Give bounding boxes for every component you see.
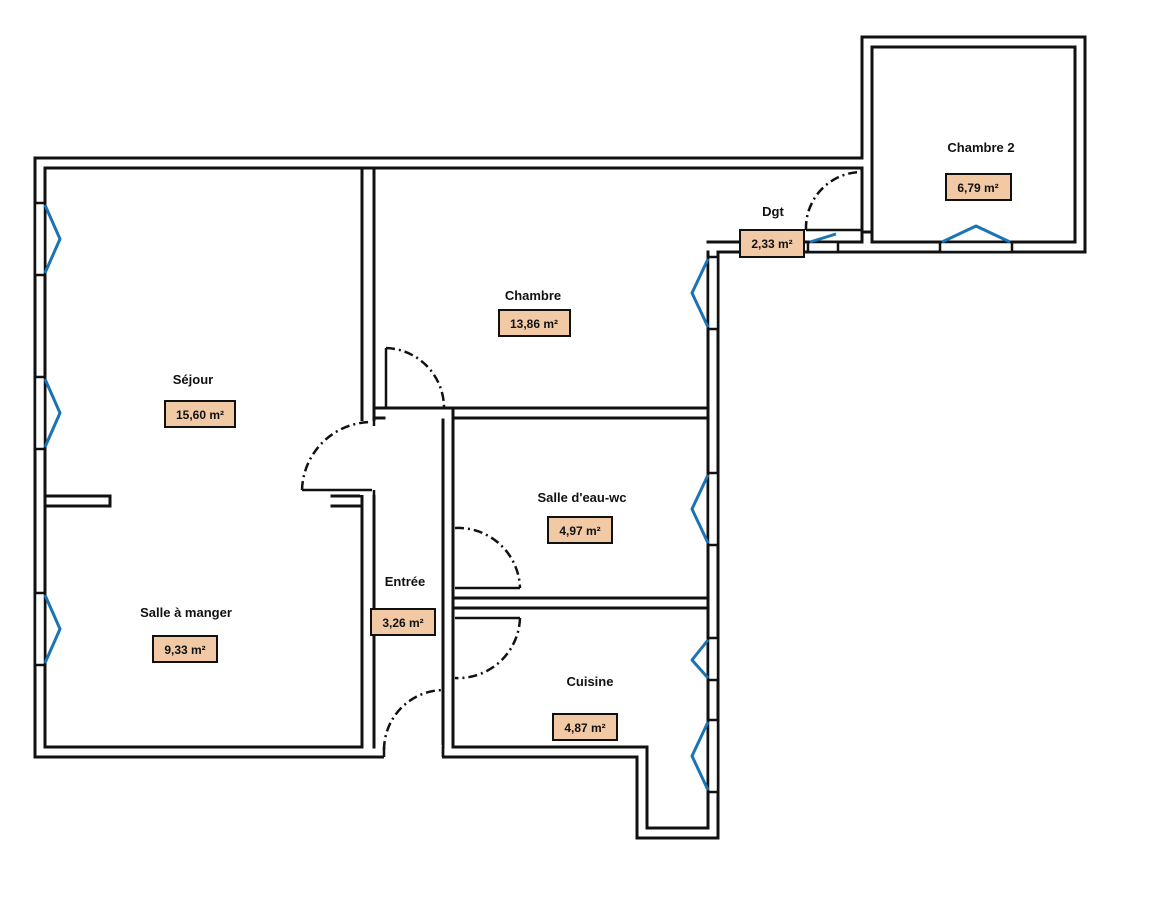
room-name-chambre-2: Chambre 2 [947, 140, 1014, 155]
room-name-cuisine: Cuisine [567, 674, 614, 689]
room-name-sejour: Séjour [173, 372, 213, 387]
room-sejour: Séjour 15,60 m² [164, 372, 236, 428]
room-salle-a-manger: Salle à manger 9,33 m² [140, 605, 232, 663]
room-salle-eau: Salle d'eau-wc 4,97 m² [537, 490, 627, 544]
area-salle-eau: 4,97 m² [559, 524, 600, 538]
area-box-chambre [498, 309, 571, 337]
area-box-salle-eau [547, 516, 613, 544]
area-box-cuisine [552, 713, 618, 741]
area-dgt: 2,33 m² [751, 237, 792, 251]
room-name-salle-eau: Salle d'eau-wc [537, 490, 626, 505]
area-chambre-2: 6,79 m² [957, 181, 998, 195]
room-entree: Entrée 3,26 m² [370, 574, 436, 636]
area-chambre: 13,86 m² [510, 317, 558, 331]
area-sejour: 15,60 m² [176, 408, 224, 422]
area-box-chambre-2 [945, 173, 1012, 201]
area-cuisine: 4,87 m² [564, 721, 605, 735]
room-dgt: Dgt 2,33 m² [739, 204, 805, 258]
room-name-entree: Entrée [385, 574, 425, 589]
room-cuisine: Cuisine 4,87 m² [552, 674, 618, 741]
room-name-dgt: Dgt [762, 204, 784, 219]
interior-walls [43, 166, 874, 749]
room-chambre-2: Chambre 2 6,79 m² [945, 140, 1015, 201]
area-box-salle-a-manger [152, 635, 218, 663]
room-name-chambre: Chambre [505, 288, 561, 303]
room-chambre: Chambre 13,86 m² [498, 288, 571, 337]
area-box-sejour [164, 400, 236, 428]
room-labels: Séjour 15,60 m² Salle à manger 9,33 m² C… [140, 140, 1015, 741]
area-entree: 3,26 m² [382, 616, 423, 630]
area-box-entree [370, 608, 436, 636]
windows [33, 201, 1014, 794]
doors [300, 170, 863, 759]
room-name-salle-a-manger: Salle à manger [140, 605, 232, 620]
area-box-dgt [739, 229, 805, 258]
area-salle-a-manger: 9,33 m² [164, 643, 205, 657]
